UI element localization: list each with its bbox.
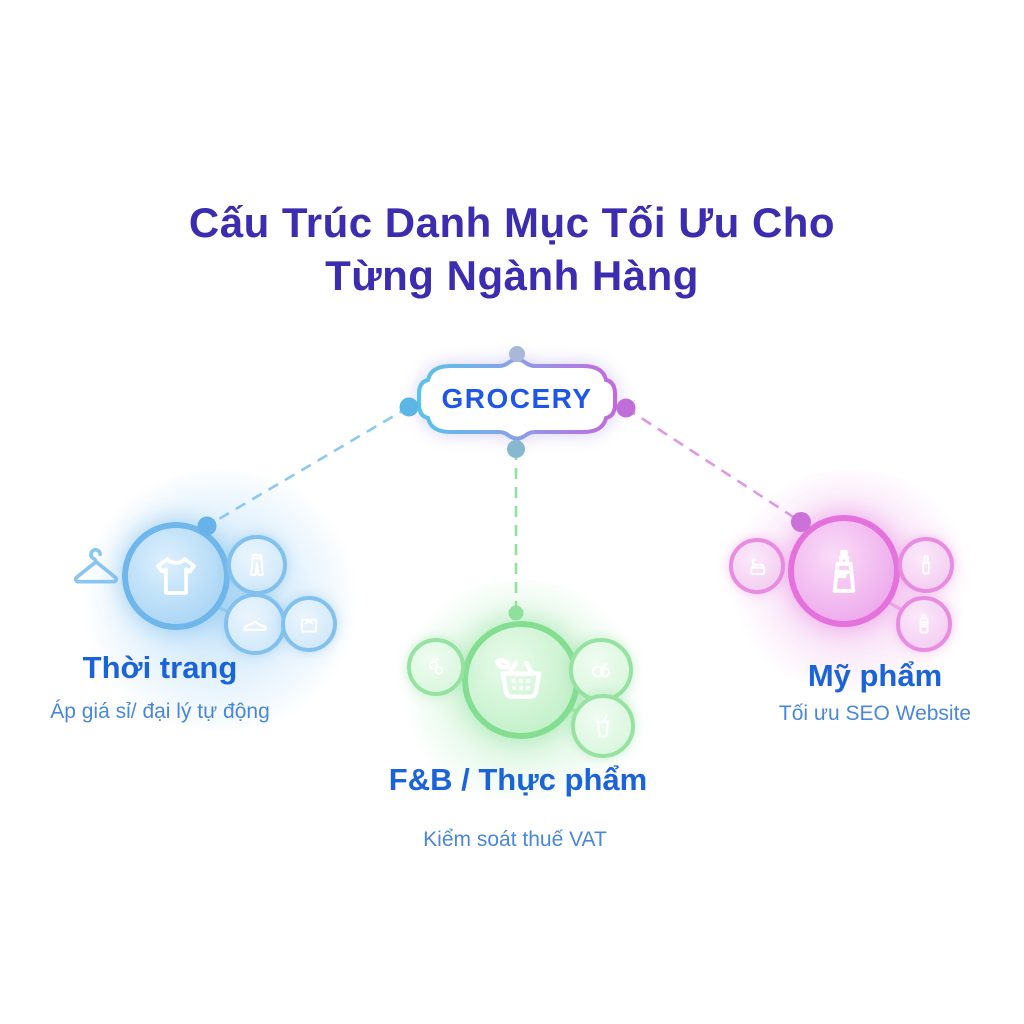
fashion-anchor-dot [197,516,217,536]
cosmetics-anchor-dot [791,512,811,532]
grocery-right-dot [616,398,636,418]
page-title-line2: Từng Ngành Hàng [325,252,699,299]
grocery-left-dot [399,397,419,417]
fnb-anchor-dot [508,605,524,621]
page-title: Cấu Trúc Danh Mục Tối Ưu Cho Từng Ngành … [0,196,1024,302]
root-node-grocery: GROCERY [404,350,630,448]
grocery-top-dot [509,346,525,362]
page-title-line1: Cấu Trúc Danh Mục Tối Ưu Cho [188,199,836,246]
fnb-subtitle: Kiểm soát thuế VAT [423,828,607,851]
grocery-bottom-dot [507,440,525,458]
plaque-frame [417,357,617,441]
cosmetics-subtitle: Tối ưu SEO Website [778,702,972,725]
root-node-label: GROCERY [441,383,593,414]
